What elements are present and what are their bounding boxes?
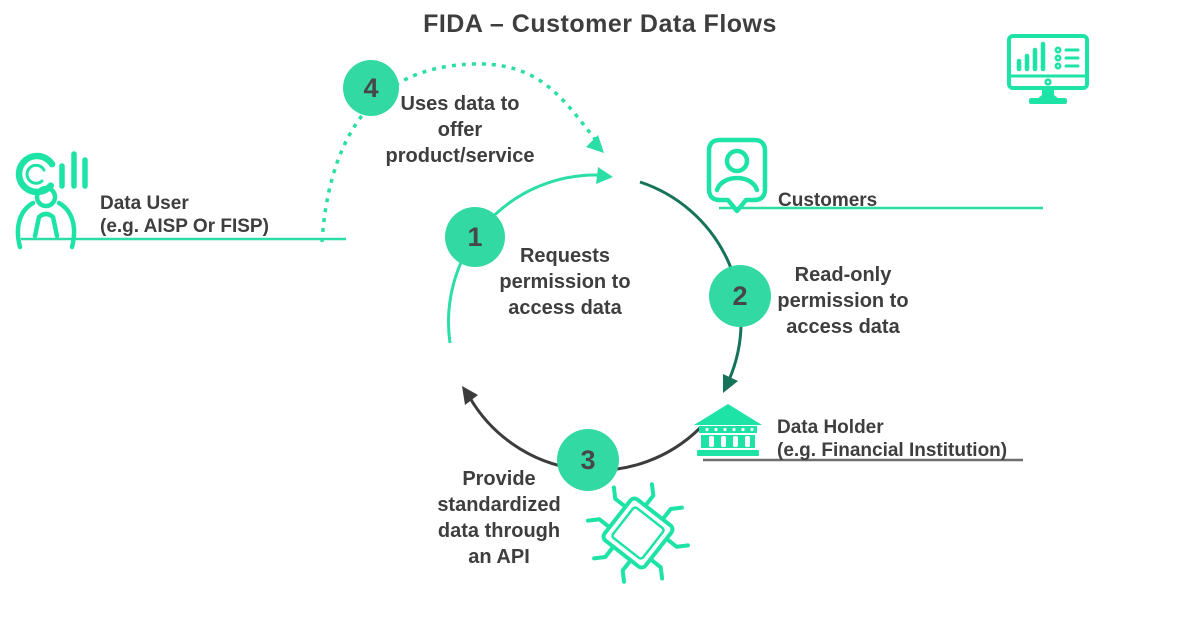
customer-speech-bubble-icon xyxy=(706,137,768,214)
data-holder-label: Data Holder (e.g. Financial Institution) xyxy=(777,417,1008,461)
step-2-label: Read-only permission to access data xyxy=(777,264,909,338)
step-4-label: Uses data to offer product/service xyxy=(385,93,535,167)
step-2-badge: 2 xyxy=(709,265,771,327)
step-1-badge: 1 xyxy=(445,207,505,267)
api-chip-icon xyxy=(586,482,690,584)
page-title: FIDA – Customer Data Flows xyxy=(423,10,777,38)
person-arms-raised-charts-icon xyxy=(15,151,88,250)
customers-label: Customers xyxy=(778,190,878,211)
step-1-label: Requests permission to access data xyxy=(499,245,631,319)
step-3-badge: 3 xyxy=(557,429,619,491)
data-user-label: Data User (e.g. AISP Or FISP) xyxy=(100,193,269,237)
bank-icon xyxy=(694,404,762,456)
monitor-analytics-icon xyxy=(1007,34,1089,104)
step-4-badge: 4 xyxy=(343,60,399,116)
flow-arrow-uses-data-dashed xyxy=(320,62,604,243)
flow-arrow-read-only-permission xyxy=(639,180,743,393)
step-3-label: Provide standardized data through an API xyxy=(437,468,561,568)
